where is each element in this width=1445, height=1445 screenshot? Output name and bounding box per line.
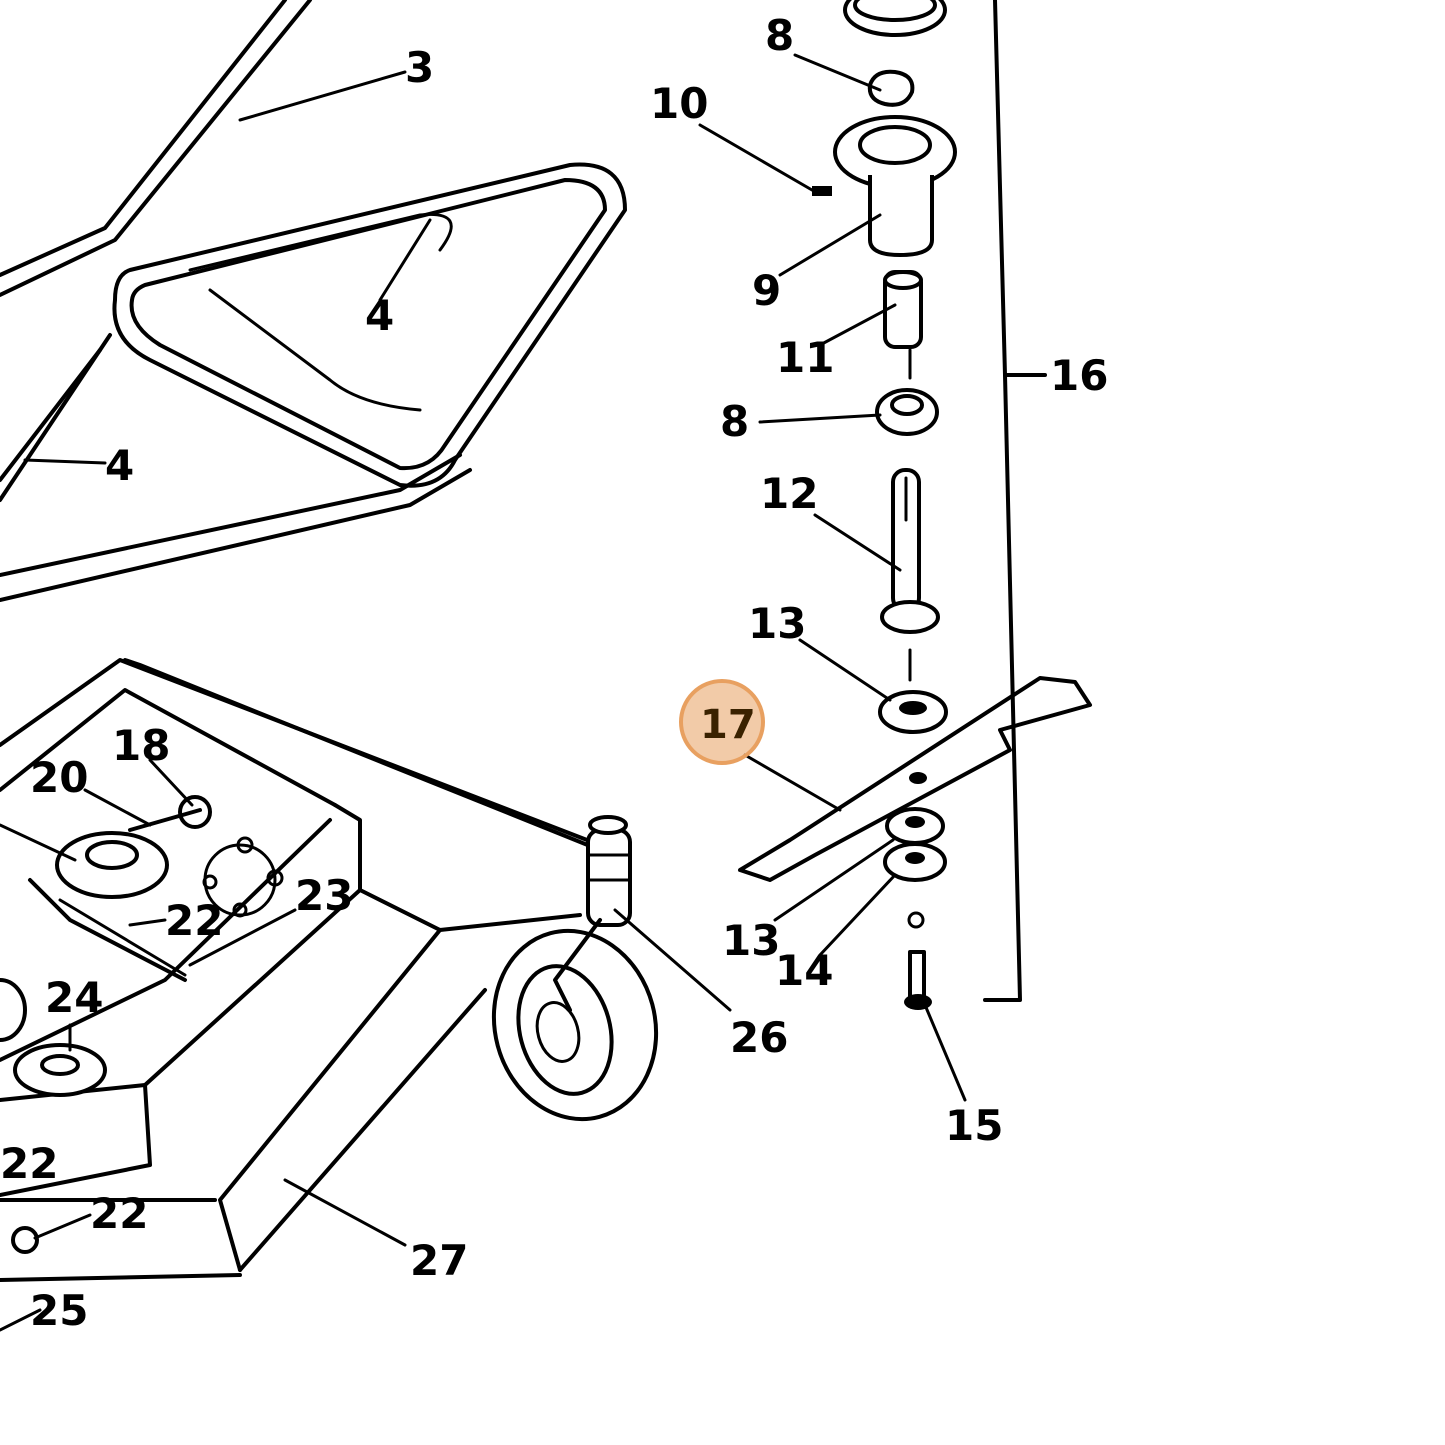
drive-belt: [0, 162, 627, 602]
callout-25: 27: [410, 1236, 468, 1285]
callout-17: 17: [700, 702, 756, 748]
callout-10: 10: [650, 79, 708, 128]
callout-16: 16: [1050, 351, 1108, 400]
callout-27: 22: [90, 1189, 148, 1238]
callout-26: 26: [730, 1013, 788, 1062]
mower-frame: [0, 0, 312, 502]
callout-13-upper: 13: [748, 599, 806, 648]
spindle-assembly: [738, 0, 1092, 1010]
highlight-marker: [679, 679, 765, 765]
callout-12: 12: [760, 469, 818, 518]
callout-labels: 3 4 4 8 10 9 11 8 16 12 13 17 18 20 22 2…: [0, 11, 1108, 1335]
callout-20: 20: [30, 753, 88, 802]
callout-4-lower: 4: [105, 441, 134, 490]
callout-23: 23: [295, 871, 353, 920]
callout-9: 9: [752, 266, 781, 315]
callout-14: 14: [775, 946, 833, 995]
caster-wheel: [491, 815, 659, 1122]
callout-15: 15: [945, 1101, 1003, 1150]
callout-24: 24: [45, 973, 103, 1022]
callout-8-top: 8: [765, 11, 794, 60]
callout-4-upper: 4: [365, 291, 394, 340]
leader-lines: [0, 53, 967, 1332]
callout-11: 11: [776, 333, 834, 382]
callout-22-lower: 22: [0, 1139, 58, 1188]
callout-22-upper: 22: [165, 896, 223, 945]
callout-8-middle: 8: [720, 397, 749, 446]
mower-deck: [0, 658, 602, 1282]
assembly-bracket: [983, 0, 1022, 1002]
callout-3: 3: [405, 43, 434, 92]
callout-13-lower: 13: [722, 916, 780, 965]
callout-34: 25: [30, 1286, 88, 1335]
callout-18: 18: [112, 721, 170, 770]
